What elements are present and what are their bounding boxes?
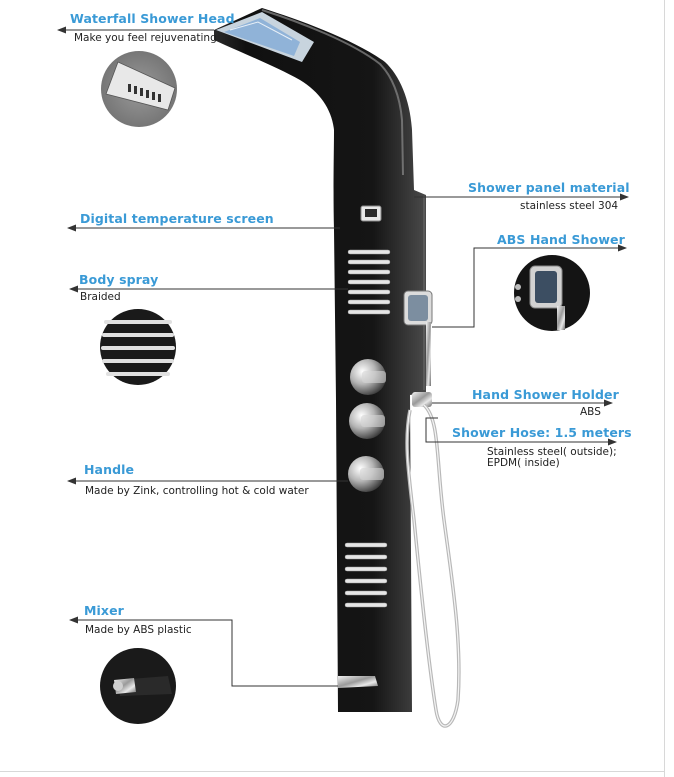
hand-shower-detail-circle bbox=[514, 255, 590, 331]
hand-holder-sub: ABS bbox=[580, 406, 601, 418]
body-spray-sub: Braided bbox=[80, 291, 121, 303]
mixer-title: Mixer bbox=[84, 603, 124, 618]
callout-lines bbox=[57, 26, 629, 687]
handle-sub: Made by Zink, controlling hot & cold wat… bbox=[85, 485, 309, 497]
body-spray-detail-circle bbox=[100, 309, 176, 385]
hose-sub-1: Stainless steel( outside); bbox=[487, 446, 617, 458]
handle-title: Handle bbox=[84, 462, 135, 477]
frame-border-right bbox=[664, 0, 665, 777]
waterfall-sub: Make you feel rejuvenating bbox=[74, 32, 217, 44]
shower-panel-body bbox=[214, 8, 461, 728]
mixer-detail-circle bbox=[100, 648, 176, 724]
frame-border-bottom bbox=[0, 771, 665, 772]
panel-material-title: Shower panel material bbox=[468, 180, 630, 195]
mixer-sub: Made by ABS plastic bbox=[85, 624, 192, 636]
abs-hand-shower-title: ABS Hand Shower bbox=[497, 232, 625, 247]
panel-material-sub: stainless steel 304 bbox=[520, 200, 619, 212]
digital-screen-title: Digital temperature screen bbox=[80, 211, 274, 226]
waterfall-detail-circle bbox=[101, 51, 177, 127]
hand-holder-title: Hand Shower Holder bbox=[472, 387, 619, 402]
body-spray-title: Body spray bbox=[79, 272, 159, 287]
waterfall-title: Waterfall Shower Head bbox=[70, 11, 235, 26]
hose-sub-2: EPDM( inside) bbox=[487, 457, 560, 469]
hose-title: Shower Hose: 1.5 meters bbox=[452, 425, 632, 440]
